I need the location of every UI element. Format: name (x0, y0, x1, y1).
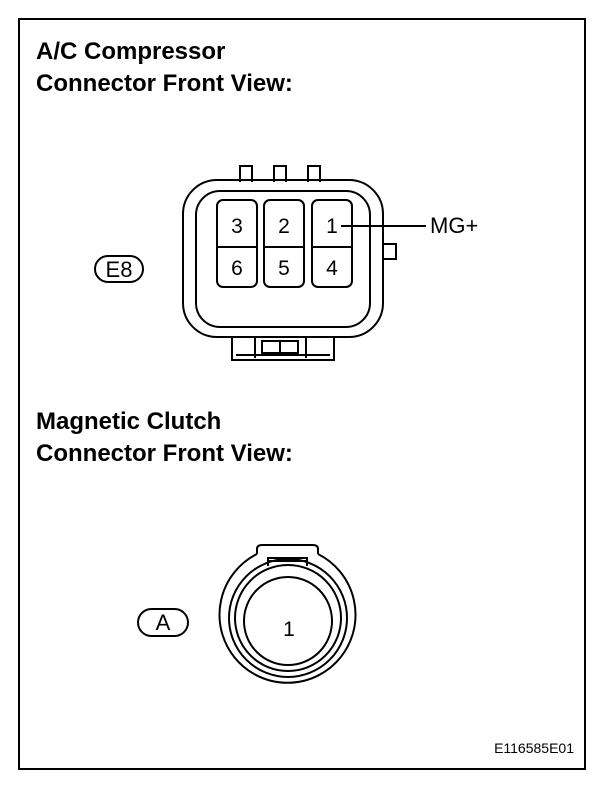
e8-badge-label: E8 (106, 257, 133, 282)
compressor-title-line2: Connector Front View: (36, 70, 293, 97)
diagram-frame (18, 18, 586, 770)
a-badge (137, 608, 189, 637)
compressor-connector-title: A/C Compressor Connector Front View: (36, 36, 293, 100)
pin-3-label: 3 (231, 215, 243, 238)
pin-4-label: 4 (326, 257, 338, 280)
pin-6-label: 6 (231, 257, 243, 280)
clutch-connector-title: Magnetic Clutch Connector Front View: (36, 406, 293, 470)
a-badge-label: A (156, 610, 171, 635)
pin-5-label: 5 (278, 257, 290, 280)
compressor-connector (182, 165, 397, 361)
clutch-title-line2: Connector Front View: (36, 440, 293, 467)
mg-plus-label: MG+ (430, 213, 478, 238)
e8-badge (94, 255, 144, 283)
pin-2-label: 2 (278, 215, 290, 238)
figure-code: E116585E01 (494, 740, 574, 756)
clutch-connector (218, 544, 357, 684)
clutch-title-line1: Magnetic Clutch (36, 408, 222, 435)
pin-1-label: 1 (326, 215, 338, 238)
clutch-pin-1-label: 1 (283, 618, 295, 641)
compressor-title-line1: A/C Compressor (36, 38, 226, 65)
